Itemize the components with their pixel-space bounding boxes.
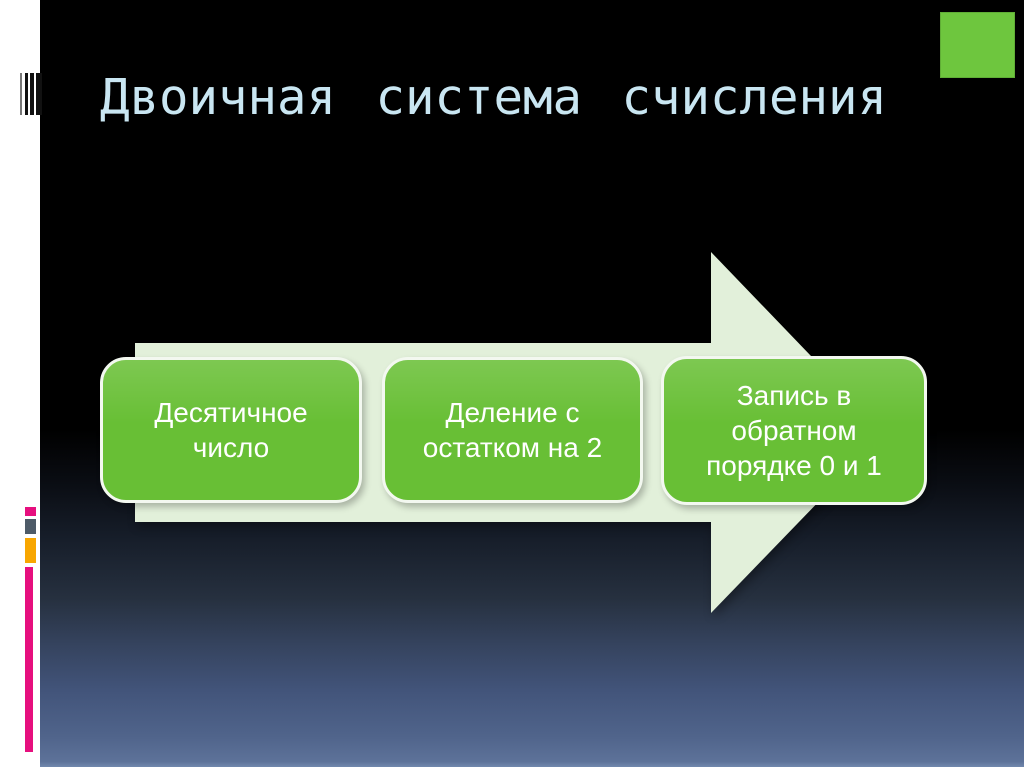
magenta-accent-square [25, 507, 36, 516]
step-box-2: Деление с остатком на 2 [382, 357, 643, 503]
green-corner-square [940, 12, 1015, 78]
step-3-label: Запись в обратном порядке 0 и 1 [706, 380, 882, 481]
left-margin-strip [0, 0, 42, 767]
barcode-bar [25, 73, 28, 115]
barcode-bar [30, 73, 34, 115]
barcode-icon [20, 73, 42, 115]
step-2-label: Деление с остатком на 2 [422, 397, 603, 463]
orange-accent-square [25, 538, 36, 563]
slate-accent-square [25, 519, 36, 534]
magenta-accent-bar [25, 567, 33, 752]
step-box-1: Десятичное число [100, 357, 362, 503]
step-1-label: Десятичное число [154, 397, 308, 463]
barcode-bar [36, 73, 42, 115]
step-box-3: Запись в обратном порядке 0 и 1 [661, 356, 927, 505]
page-title: Двоичная система счисления [100, 69, 888, 126]
barcode-bar [20, 73, 22, 115]
